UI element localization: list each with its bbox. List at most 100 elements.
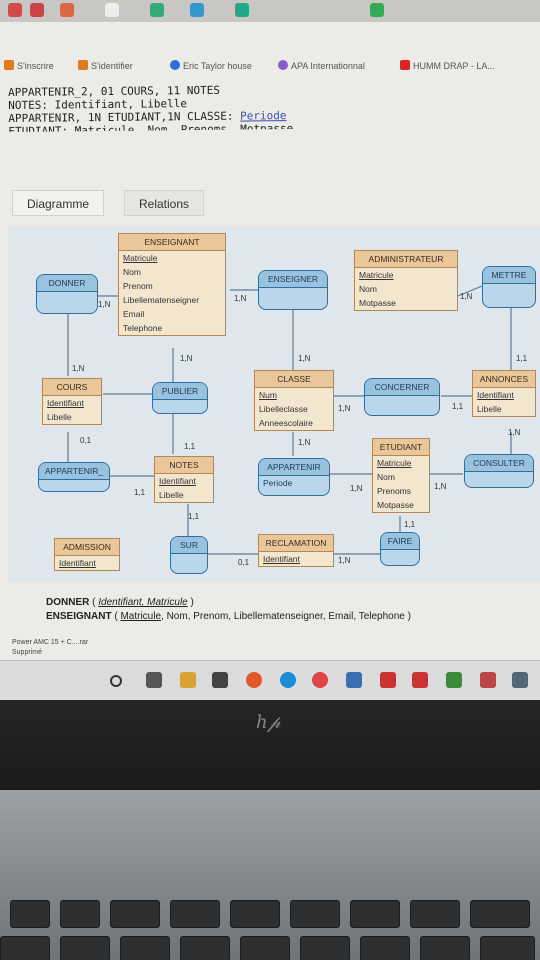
app-icon[interactable]: [480, 672, 496, 688]
keyboard-key[interactable]: [120, 936, 170, 960]
keyboard-key[interactable]: [360, 936, 410, 960]
firefox-icon[interactable]: [246, 672, 262, 688]
cardinality: 1,N: [434, 482, 447, 491]
relational-schema: DONNER ( Identifiant, Matricule ) ENSEIG…: [46, 596, 411, 624]
entity-notes[interactable]: NOTES Identifiant Libelle: [154, 456, 214, 503]
search-icon[interactable]: [110, 675, 122, 687]
file-explorer-icon[interactable]: [180, 672, 196, 688]
relation-concerner[interactable]: CONCERNER: [364, 378, 440, 416]
entity-administrateur[interactable]: ADMINISTRATEUR Matricule Nom Motpasse: [354, 250, 458, 311]
tab-relations[interactable]: Relations: [124, 190, 205, 216]
entity-annonces[interactable]: ANNONCES Identifiant Libelle: [472, 370, 536, 417]
bookmark-apa[interactable]: APA Internationnal: [278, 60, 365, 71]
browser-tab-strip: [0, 0, 540, 22]
keyboard-key[interactable]: [470, 900, 530, 928]
relation-title: METTRE: [483, 267, 535, 284]
entity-attr: Telephone: [123, 323, 163, 333]
edge-icon[interactable]: [280, 672, 296, 688]
relation-sur[interactable]: SUR: [170, 536, 208, 574]
keyboard-key[interactable]: [350, 900, 400, 928]
entity-title: COURS: [43, 379, 101, 396]
relation-title: DONNER: [37, 275, 97, 292]
keyboard-key[interactable]: [60, 936, 110, 960]
keyboard-key[interactable]: [480, 936, 535, 960]
relation-enseigner[interactable]: ENSEIGNER: [258, 270, 328, 310]
entity-attr: Nom: [123, 267, 141, 277]
cardinality: 1,1: [134, 488, 146, 497]
mcd-diagram[interactable]: ENSEIGNANT Matricule Nom Prenom Libellem…: [8, 226, 540, 582]
entity-attr: Identifiant: [477, 390, 514, 400]
keyboard-key[interactable]: [10, 900, 50, 928]
relation-consulter[interactable]: CONSULTER: [464, 454, 534, 488]
app-icon[interactable]: [446, 672, 462, 688]
chrome-icon[interactable]: [312, 672, 328, 688]
cardinality: 1,N: [338, 404, 351, 413]
entity-title: RECLAMATION: [259, 535, 333, 552]
tab-favicon-icon[interactable]: [370, 3, 384, 17]
entity-reclamation[interactable]: RECLAMATION Identifiant: [258, 534, 334, 567]
entity-title: NOTES: [155, 457, 213, 474]
tab-favicon-icon[interactable]: [190, 3, 204, 17]
bookmark-sidentifier[interactable]: S'identifier: [78, 60, 133, 71]
entity-attr: Email: [123, 309, 145, 319]
keyboard-key[interactable]: [410, 900, 460, 928]
pdf-icon[interactable]: [412, 672, 428, 688]
entity-attr: Matricule: [123, 253, 158, 263]
entity-title: ADMISSION: [55, 539, 119, 556]
task-view-icon[interactable]: [146, 672, 162, 688]
bookmark-sinscrire[interactable]: S'inscrire: [4, 60, 54, 71]
periode-link[interactable]: Periode: [240, 109, 287, 123]
youtube-icon: [400, 60, 410, 70]
tab-favicon-icon[interactable]: [235, 3, 249, 17]
entity-etudiant[interactable]: ETUDIANT Matricule Nom Prenoms Motpasse: [372, 438, 430, 513]
bookmark-humm[interactable]: HUMM DRAP - LA...: [400, 60, 495, 71]
entity-enseignant[interactable]: ENSEIGNANT Matricule Nom Prenom Libellem…: [118, 233, 226, 336]
relation-title: ENSEIGNER: [259, 271, 327, 288]
tab-diagramme[interactable]: Diagramme: [12, 190, 105, 216]
cardinality: 1,1: [188, 512, 200, 521]
entity-attr: Libelle: [159, 490, 184, 500]
tab-favicon-icon[interactable]: [60, 3, 74, 17]
bookmark-eric-taylor[interactable]: Eric Taylor house: [170, 60, 252, 71]
tab-favicon-icon[interactable]: [105, 3, 119, 17]
schema-line: ENSEIGNANT ( Matricule, Nom, Prenom, Lib…: [46, 611, 411, 622]
keyboard-key[interactable]: [290, 900, 340, 928]
py-icon: [4, 60, 14, 70]
relation-faire[interactable]: FAIRE: [380, 532, 420, 566]
keyboard-key[interactable]: [240, 936, 290, 960]
app-icon[interactable]: [380, 672, 396, 688]
keyboard-key[interactable]: [300, 936, 350, 960]
entity-admission[interactable]: ADMISSION Identifiant: [54, 538, 120, 571]
keyboard-key[interactable]: [180, 936, 230, 960]
tab-favicon-icon[interactable]: [30, 3, 44, 17]
keyboard-key[interactable]: [170, 900, 220, 928]
keyboard-key[interactable]: [420, 936, 470, 960]
tab-favicon-icon[interactable]: [150, 3, 164, 17]
keyboard-key[interactable]: [230, 900, 280, 928]
cardinality: 1,1: [516, 354, 528, 363]
bookmarks-bar: S'inscrire S'identifier Eric Taylor hous…: [0, 52, 540, 80]
relation-donner[interactable]: DONNER: [36, 274, 98, 314]
entity-classe[interactable]: CLASSE Num Libelleclasse Anneescolaire: [254, 370, 334, 431]
tab-favicon-icon[interactable]: [8, 3, 22, 17]
entity-attr: Nom: [377, 472, 395, 482]
relation-publier[interactable]: PUBLIER: [152, 382, 208, 414]
entity-attr: Identifiant: [59, 558, 96, 568]
app-icon[interactable]: [346, 672, 362, 688]
py-icon: [78, 60, 88, 70]
cardinality: 1,N: [98, 300, 111, 309]
app-icon[interactable]: [512, 672, 528, 688]
entity-cours[interactable]: COURS Identifiant Libelle: [42, 378, 102, 425]
store-icon[interactable]: [212, 672, 228, 688]
entity-attr: Prenom: [123, 281, 153, 291]
mcd-text-editor[interactable]: APPARTENIR_2, 01 COURS, 11 NOTES NOTES: …: [8, 83, 293, 132]
entity-attr: Identifiant: [263, 554, 300, 564]
facebook-icon: [170, 60, 180, 70]
entity-title: ANNONCES: [473, 371, 535, 388]
relation-mettre[interactable]: METTRE: [482, 266, 536, 308]
keyboard-key[interactable]: [0, 936, 50, 960]
keyboard-key[interactable]: [60, 900, 100, 928]
relation-appartenir-2[interactable]: APPARTENIR_: [38, 462, 110, 492]
keyboard-key[interactable]: [110, 900, 160, 928]
